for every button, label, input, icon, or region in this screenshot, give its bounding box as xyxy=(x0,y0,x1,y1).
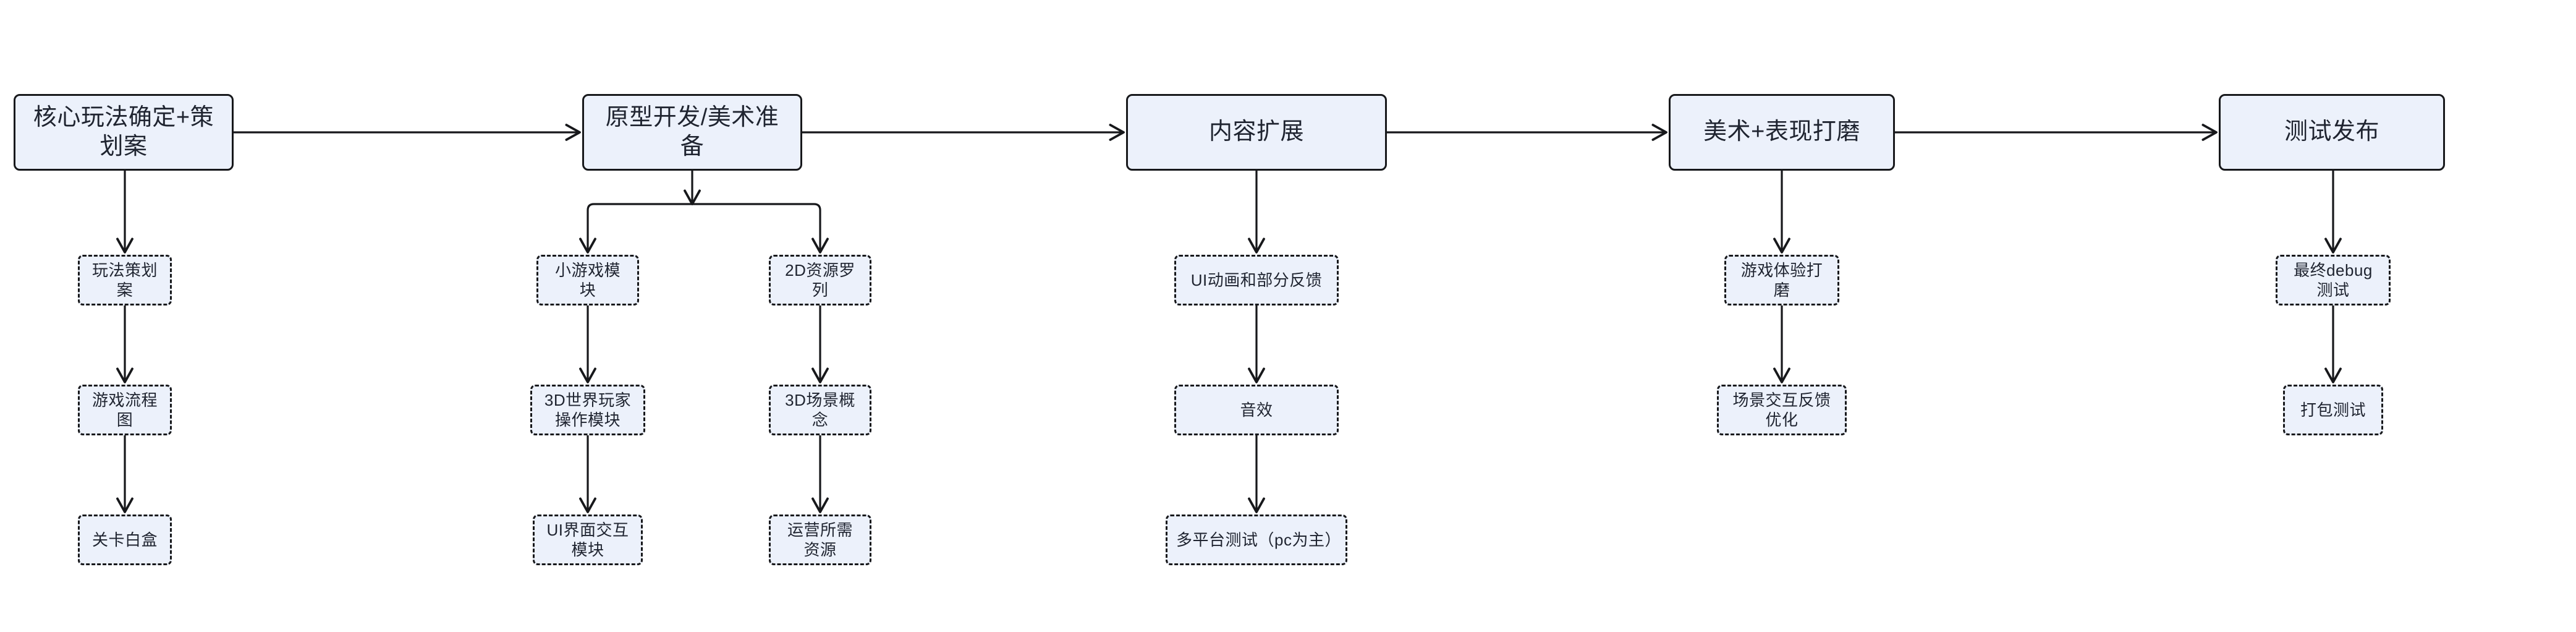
task-node-3a-1[interactable]: UI动画和部分反馈 xyxy=(1174,255,1339,305)
task-node-1a-3[interactable]: 关卡白盒 xyxy=(78,515,172,565)
task-node-2b-2[interactable]: 3D场景概念 xyxy=(769,385,871,435)
stage-node-2[interactable]: 原型开发/美术准备 xyxy=(582,94,802,171)
task-node-5a-1[interactable]: 最终debug测试 xyxy=(2276,255,2391,305)
stage-node-1[interactable]: 核心玩法确定+策划案 xyxy=(14,94,234,171)
task-node-4a-2[interactable]: 场景交互反馈优化 xyxy=(1717,385,1847,435)
task-node-1a-1[interactable]: 玩法策划案 xyxy=(78,255,172,305)
stage-node-4[interactable]: 美术+表现打磨 xyxy=(1669,94,1895,171)
task-node-1a-2[interactable]: 游戏流程图 xyxy=(78,385,172,435)
task-node-3a-3[interactable]: 多平台测试（pc为主） xyxy=(1166,515,1347,565)
task-node-5a-2[interactable]: 打包测试 xyxy=(2283,385,2383,435)
edge-split-task2a1 xyxy=(579,203,692,254)
task-node-2b-3[interactable]: 运营所需资源 xyxy=(769,515,871,565)
stage-node-3[interactable]: 内容扩展 xyxy=(1126,94,1387,171)
stage-node-5[interactable]: 测试发布 xyxy=(2219,94,2445,171)
task-node-2a-2[interactable]: 3D世界玩家操作模块 xyxy=(530,385,645,435)
task-node-4a-1[interactable]: 游戏体验打磨 xyxy=(1724,255,1839,305)
task-node-3a-2[interactable]: 音效 xyxy=(1174,385,1339,435)
task-node-2a-3[interactable]: UI界面交互模块 xyxy=(533,515,643,565)
edge-split-task2b1 xyxy=(692,203,829,254)
task-node-2a-1[interactable]: 小游戏模块 xyxy=(536,255,639,305)
task-node-2b-1[interactable]: 2D资源罗列 xyxy=(769,255,871,305)
